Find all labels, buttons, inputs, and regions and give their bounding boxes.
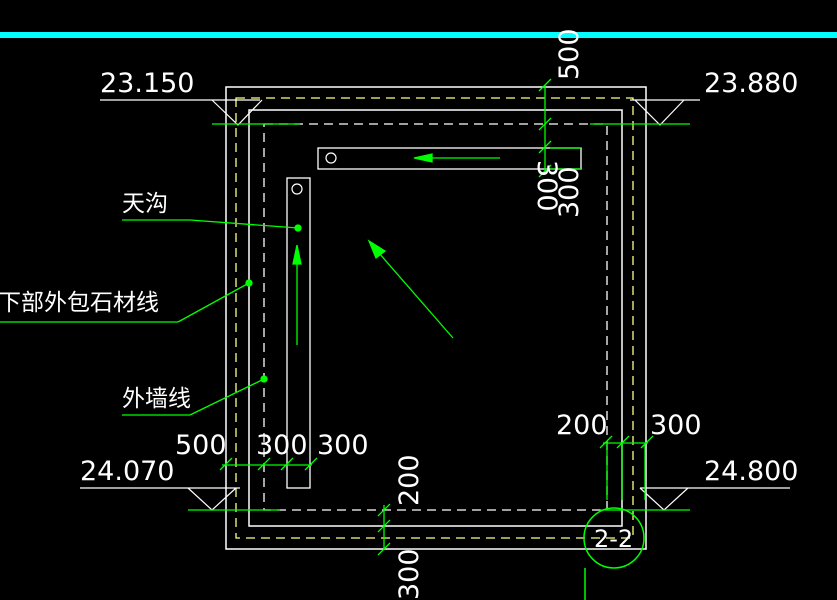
elevation-markers	[80, 99, 790, 511]
dashed-outline-outer	[235, 97, 634, 539]
dim-top-300-b: 300	[554, 166, 585, 218]
elevation-top-right: 23.880	[704, 68, 798, 99]
inner-outline	[248, 109, 623, 527]
note-exterior-wall: 外墙线	[122, 386, 191, 412]
elevation-bottom-right: 24.800	[704, 456, 798, 487]
dim-bottom-200: 200	[394, 454, 425, 506]
cyan-band	[0, 32, 837, 38]
gutter-vertical	[286, 177, 311, 489]
dim-left-300-a: 300	[256, 430, 308, 461]
dim-left-300-b: 300	[317, 430, 369, 461]
drain-circle-left	[291, 183, 303, 195]
elevation-bottom-left: 24.070	[80, 456, 174, 487]
dim-right-200: 200	[556, 410, 608, 441]
section-circle	[583, 507, 645, 569]
elevation-top-left: 23.150	[100, 68, 194, 99]
drain-circle-top	[325, 152, 337, 164]
gutter-horizontal	[317, 147, 582, 170]
dim-top-500: 500	[554, 28, 585, 80]
leader-lines	[0, 219, 302, 416]
flow-arrows	[292, 153, 500, 345]
outer-outline	[225, 86, 647, 550]
dim-top-300-a: 300	[531, 160, 562, 212]
section-mark-label: 2-2	[594, 525, 633, 553]
dashed-outline-inner	[263, 123, 608, 511]
dim-left-500: 500	[175, 430, 227, 461]
dim-right-300: 300	[650, 410, 702, 441]
dimension-lines	[219, 78, 654, 556]
note-gutter: 天沟	[122, 191, 168, 217]
note-stone-cladding: 下部外包石材线	[0, 290, 159, 316]
dim-bottom-300: 300	[394, 548, 425, 600]
